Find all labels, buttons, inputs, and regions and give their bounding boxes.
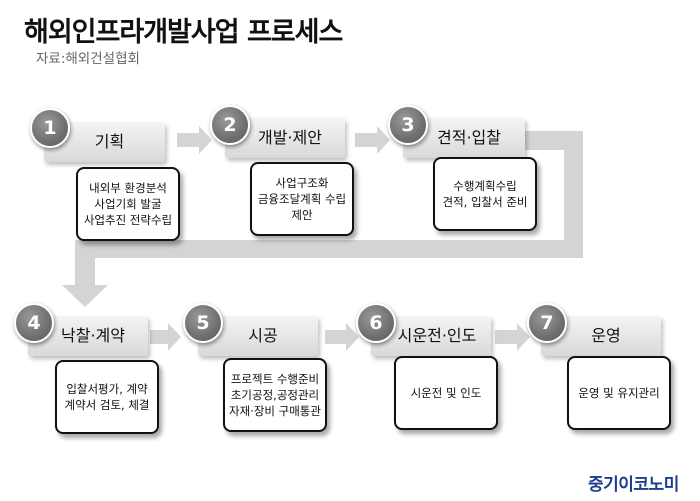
arrow-6-7: [495, 323, 530, 351]
step-5-detail-box: 프로젝트 수행준비 초기공정,공정관리 자재·장비 구매통관: [223, 358, 327, 432]
step-2-detail-box: 사업구조화 금융조달계획 수립 제안: [250, 162, 354, 236]
step-4-number-badge: 4: [14, 303, 54, 343]
arrow-1-2: [177, 126, 212, 154]
source-caption: 자료:해외건설협회: [36, 51, 140, 67]
arrow-wrap-3-4: [62, 131, 583, 307]
arrow-4-5: [150, 323, 181, 351]
step-4-line-2: 계약서 검토, 체결: [64, 398, 150, 412]
step-1-line-1: 내외부 환경분석: [89, 181, 167, 195]
step-6-line-1: 시운전 및 인도: [410, 386, 482, 400]
step-5-line-3: 자재·장비 구매통관: [229, 404, 321, 418]
step-2-number-badge: 2: [210, 105, 250, 145]
step-4-detail-box: 입찰서평가, 계약 계약서 검토, 체결: [55, 360, 159, 434]
step-3-number-badge: 3: [388, 105, 428, 145]
arrow-2-3: [355, 126, 390, 154]
step-6-tab: 시운전·인도: [371, 316, 491, 356]
step-3-line-1: 수행계획수립: [453, 179, 517, 193]
step-5-number-badge: 5: [183, 303, 223, 343]
step-5-line-2: 초기공정,공정관리: [230, 388, 320, 402]
step-1-line-2: 사업기회 발굴: [94, 197, 162, 211]
step-6-detail-box: 시운전 및 인도: [394, 356, 498, 430]
arrow-5-6: [325, 323, 359, 351]
step-7-number-badge: 7: [527, 303, 567, 343]
brand-logo-text: 중기이코노미: [588, 475, 679, 495]
step-3-detail-box: 수행계획수립 견적, 입찰서 준비: [433, 157, 537, 231]
step-1-number-badge: 1: [30, 108, 70, 148]
step-3-label: 견적·입찰: [437, 128, 501, 147]
step-2-label: 개발·제안: [258, 128, 322, 147]
step-2-line-2: 금융조달계획 수립: [257, 192, 347, 206]
step-3-line-2: 견적, 입찰서 준비: [442, 195, 528, 209]
step-7-detail-box: 운영 및 유지관리: [567, 356, 671, 430]
step-4-line-1: 입찰서평가, 계약: [66, 382, 148, 396]
step-2-line-1: 사업구조화: [275, 176, 329, 190]
step-4-label: 낙찰·계약: [61, 326, 125, 345]
step-6-label: 시운전·인도: [397, 326, 477, 345]
step-2-line-3: 제안: [291, 208, 313, 222]
step-1-line-3: 사업추진 전략수립: [83, 213, 173, 227]
step-5-label: 시공: [248, 326, 278, 345]
step-5-line-1: 프로젝트 수행준비: [230, 372, 320, 386]
page-title: 해외인프라개발사업 프로세스: [24, 17, 343, 48]
step-7-line-1: 운영 및 유지관리: [578, 386, 660, 400]
step-7-label: 운영: [591, 326, 621, 345]
step-1-label: 기획: [94, 132, 125, 151]
step-1-detail-box: 내외부 환경분석 사업기회 발굴 사업추진 전략수립: [76, 167, 180, 241]
step-6-number-badge: 6: [356, 303, 396, 343]
